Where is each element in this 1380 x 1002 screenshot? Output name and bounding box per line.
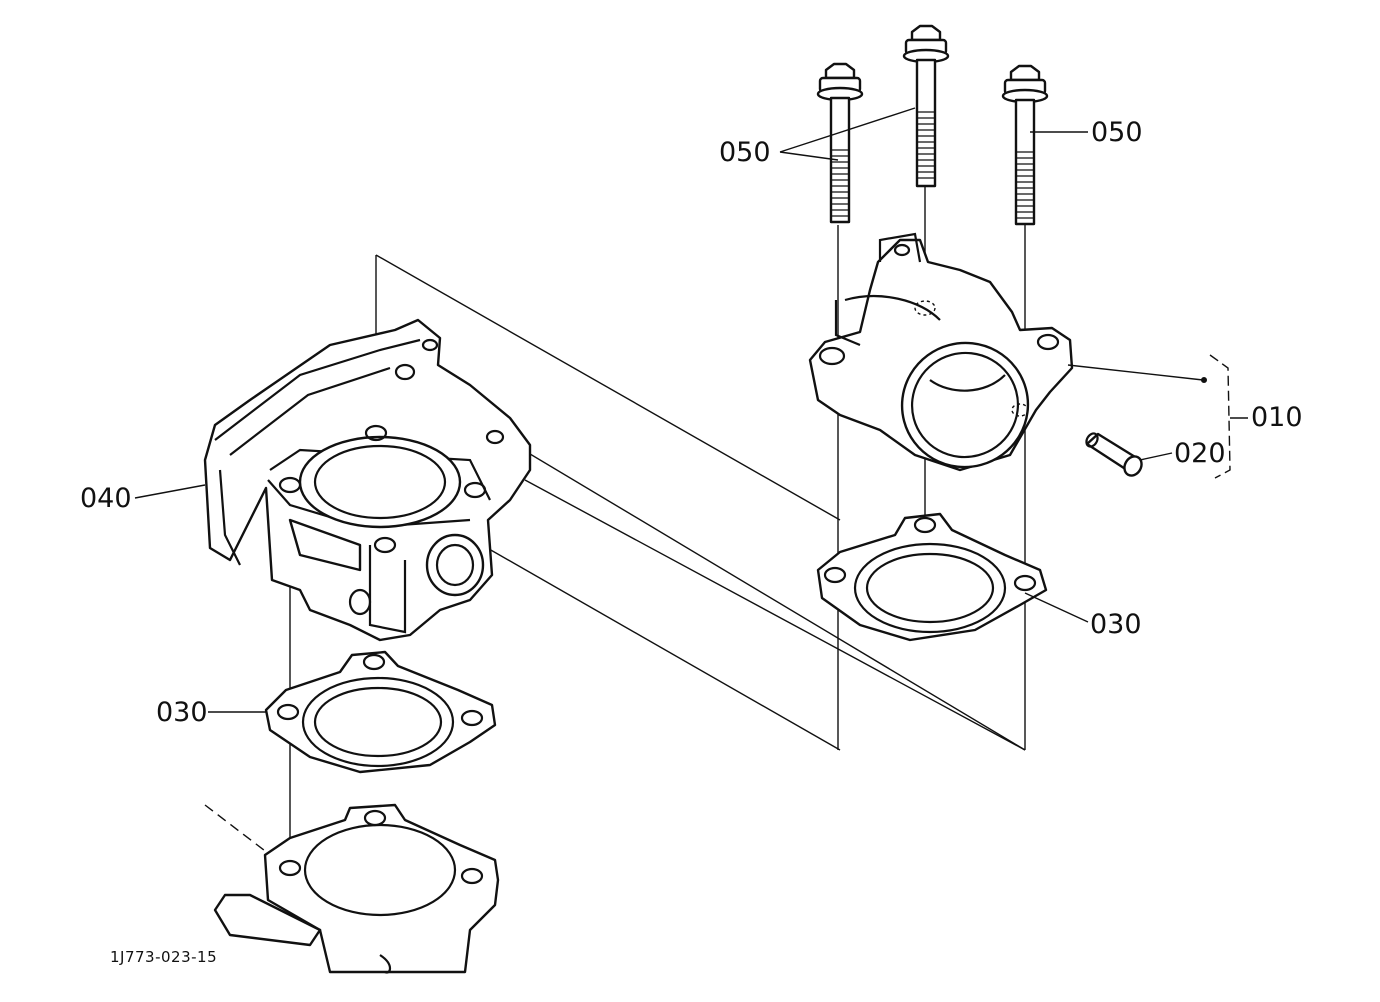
callout-030-right: 030 <box>1090 609 1142 640</box>
valve-body <box>203 318 532 642</box>
bolt-middle <box>902 24 950 188</box>
gasket-left <box>264 650 497 774</box>
bolt-left <box>816 62 864 224</box>
leader-lines <box>134 107 1248 713</box>
callout-030-left: 030 <box>156 697 208 728</box>
bolt-right <box>1001 64 1049 226</box>
callout-050-left: 050 <box>719 137 771 168</box>
gasket-right <box>816 512 1048 642</box>
dowel-pin <box>1085 432 1143 477</box>
callout-050-right: 050 <box>1091 117 1143 148</box>
callout-020: 020 <box>1174 438 1226 469</box>
mounting-flange <box>213 803 500 974</box>
callout-040: 040 <box>80 483 132 514</box>
outlet-housing <box>808 232 1074 472</box>
callout-010: 010 <box>1251 402 1303 433</box>
drawing-code: 1J773-023-15 <box>110 948 218 966</box>
